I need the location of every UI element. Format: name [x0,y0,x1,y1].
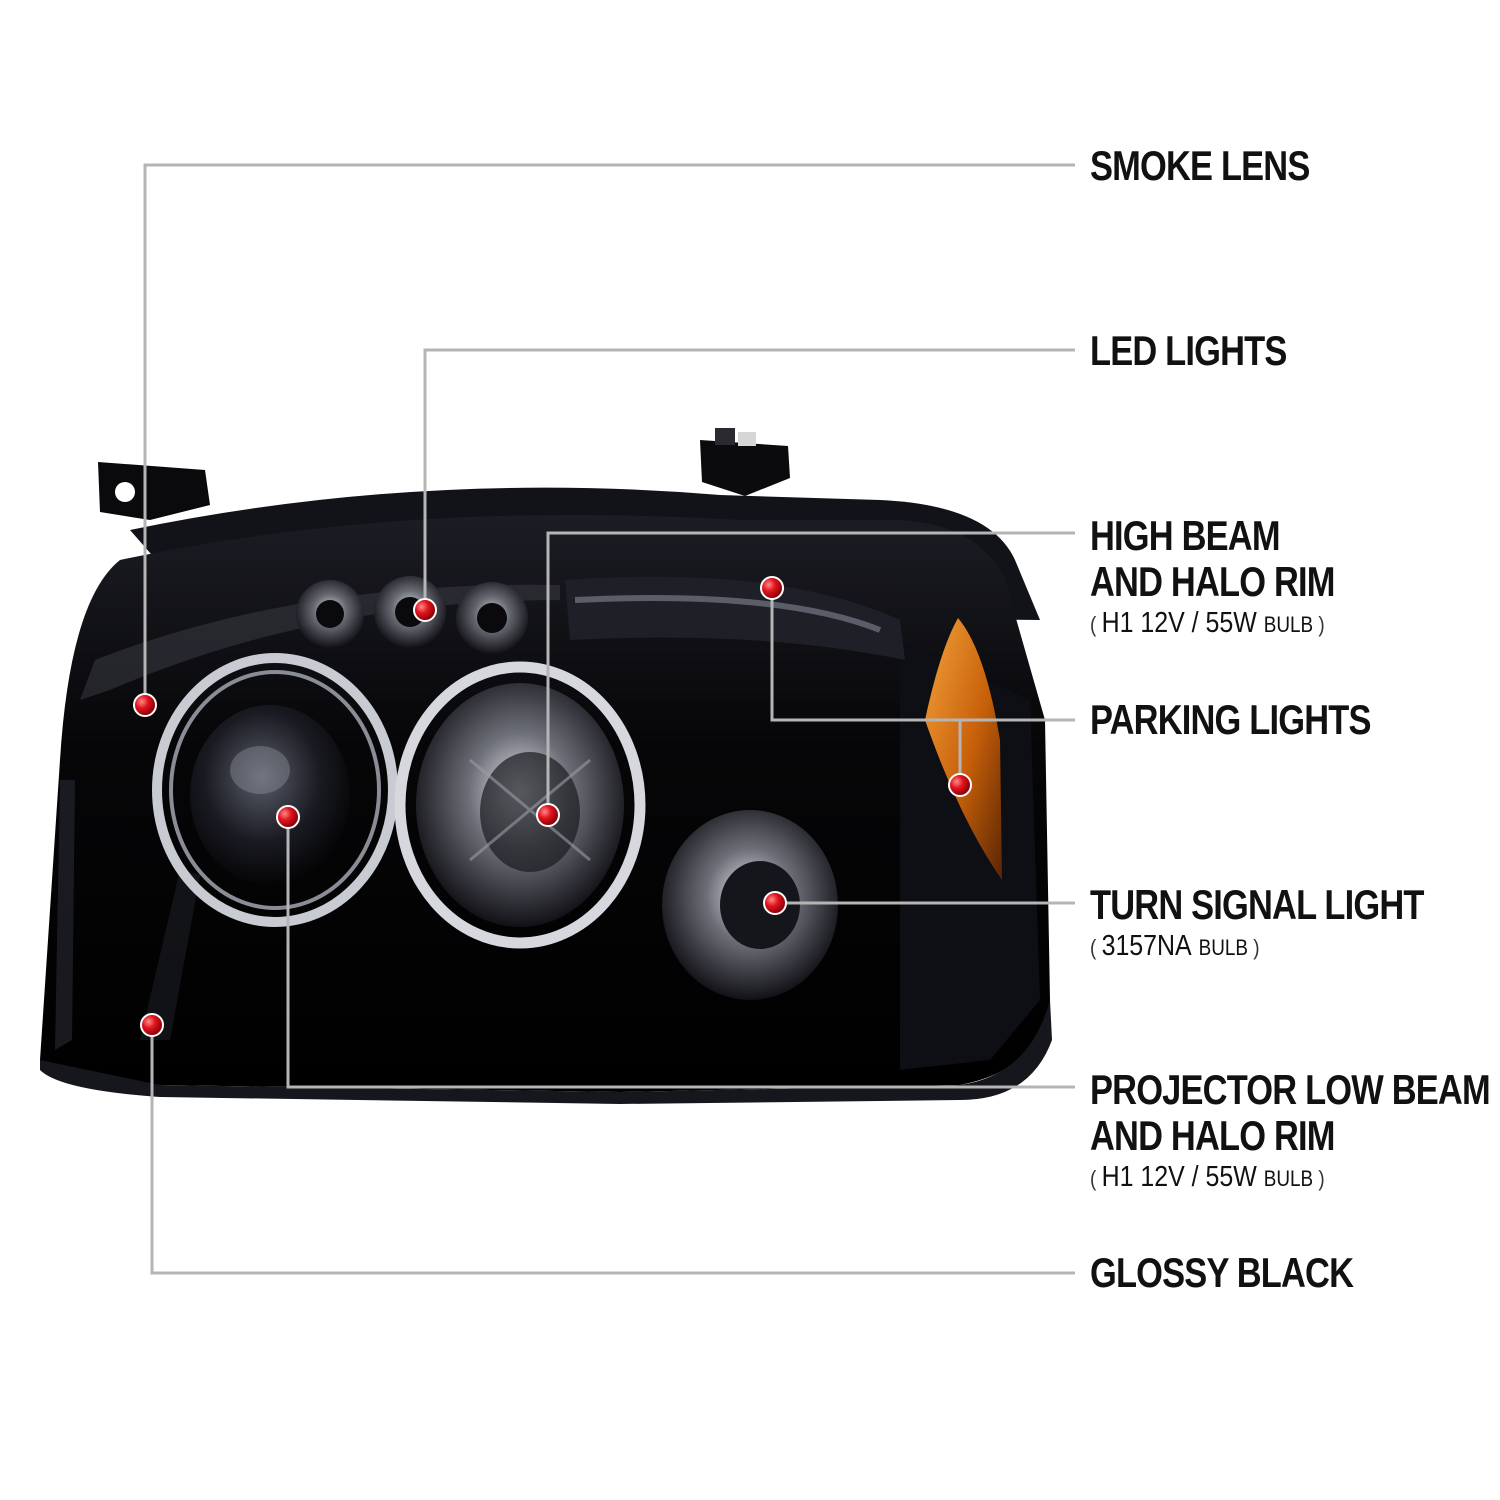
leader-low-beam [286,817,1075,1089]
callout-led-lights: LED LIGHTS [1090,328,1330,374]
spec-value: 3157NA [1101,930,1192,962]
marker-smoke-lens [133,693,157,717]
marker-parking-lights-side [948,773,972,797]
marker-led-lights [413,598,437,622]
callout-title-line2: AND HALO RIM [1090,558,1335,605]
callout-parking-lights: PARKING LIGHTS [1090,697,1432,743]
marker-glossy-black [140,1013,164,1037]
spec-unit: BULB [1263,1166,1314,1191]
callout-glossy-black: GLOSSY BLACK [1090,1250,1411,1296]
callout-title: GLOSSY BLACK [1090,1249,1354,1296]
leader-led-lights [423,348,1075,610]
callout-title: LED LIGHTS [1090,327,1287,374]
spec-unit: BULB [1263,612,1314,637]
callout-title: HIGH BEAM [1090,512,1281,559]
callout-smoke-lens: SMOKE LENS [1090,143,1358,189]
spec-value: H1 12V / 55W [1101,607,1257,639]
callout-low-beam: PROJECTOR LOW BEAM AND HALO RIM ( H1 12V… [1090,1067,1500,1195]
callout-title: PARKING LIGHTS [1090,696,1371,743]
leader-glossy-black [150,1025,1075,1275]
marker-high-beam [536,803,560,827]
callout-title: TURN SIGNAL LIGHT [1090,881,1424,928]
headlight-housing [40,428,1052,1104]
marker-low-beam [276,805,300,829]
callout-title: SMOKE LENS [1090,142,1310,189]
spec-value: H1 12V / 55W [1101,1161,1257,1193]
marker-turn-signal [763,891,787,915]
leader-high-beam [546,531,1075,815]
callout-markers [133,576,972,1037]
marker-parking-lights-bar [760,576,784,600]
leader-smoke-lens [143,163,1075,705]
leader-parking-lights [770,588,962,785]
leader-lines [143,163,1075,1275]
callout-title: PROJECTOR LOW BEAM [1090,1066,1491,1113]
callout-title-line2: AND HALO RIM [1090,1112,1335,1159]
spec-unit: BULB [1198,935,1249,960]
